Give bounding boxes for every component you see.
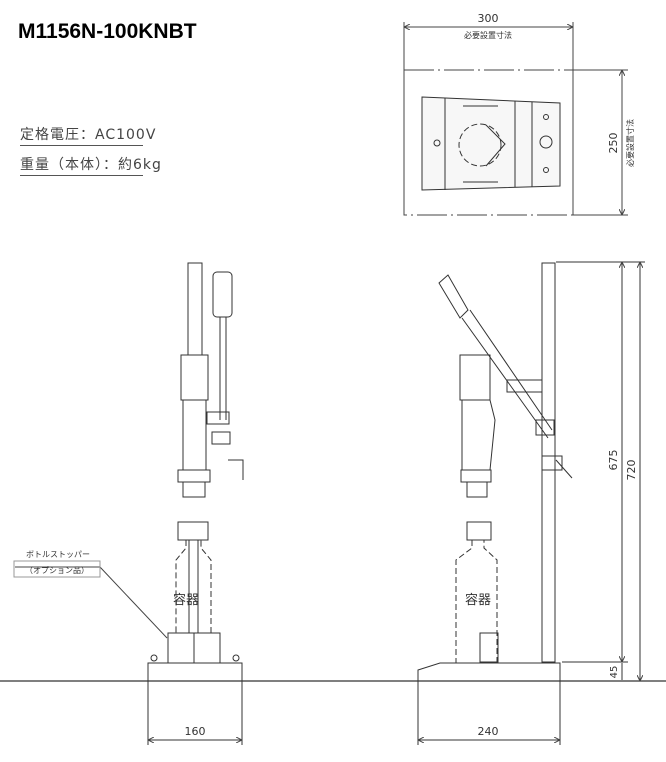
side-view bbox=[417, 261, 645, 745]
column-height-dim: 675 bbox=[607, 450, 620, 471]
spec-weight: 重量（本体）：約6kg bbox=[20, 154, 161, 176]
front-container-label: 容器 bbox=[173, 592, 199, 608]
side-base bbox=[417, 662, 561, 681]
machine-top-outline bbox=[421, 96, 561, 191]
top-width-dim: 300 bbox=[478, 12, 499, 25]
front-base bbox=[147, 662, 243, 682]
total-height-dim: 720 bbox=[625, 460, 638, 481]
front-width-dim: 160 bbox=[185, 725, 206, 738]
top-width-label: 必要設置寸法 bbox=[464, 30, 512, 40]
top-depth-label: 必要設置寸法 bbox=[625, 119, 635, 167]
top-view bbox=[403, 22, 628, 216]
side-handle-grip bbox=[438, 274, 469, 319]
base-height-dim: 45 bbox=[609, 666, 620, 679]
top-depth-dim: 250 bbox=[607, 133, 620, 154]
side-container-label: 容器 bbox=[465, 592, 491, 608]
side-width-dim: 240 bbox=[478, 725, 499, 738]
front-handle-grip bbox=[212, 271, 233, 318]
stopper-label: ボトルストッパー bbox=[26, 550, 90, 559]
model-title: M1156N-100KNBT bbox=[18, 20, 197, 43]
stopper-note: （オプション品） bbox=[25, 566, 89, 575]
required-area-outline bbox=[403, 69, 574, 216]
front-view bbox=[13, 262, 244, 745]
side-column bbox=[541, 262, 556, 663]
front-column bbox=[187, 262, 203, 356]
spec-voltage: 定格電圧：AC100V bbox=[20, 124, 155, 146]
